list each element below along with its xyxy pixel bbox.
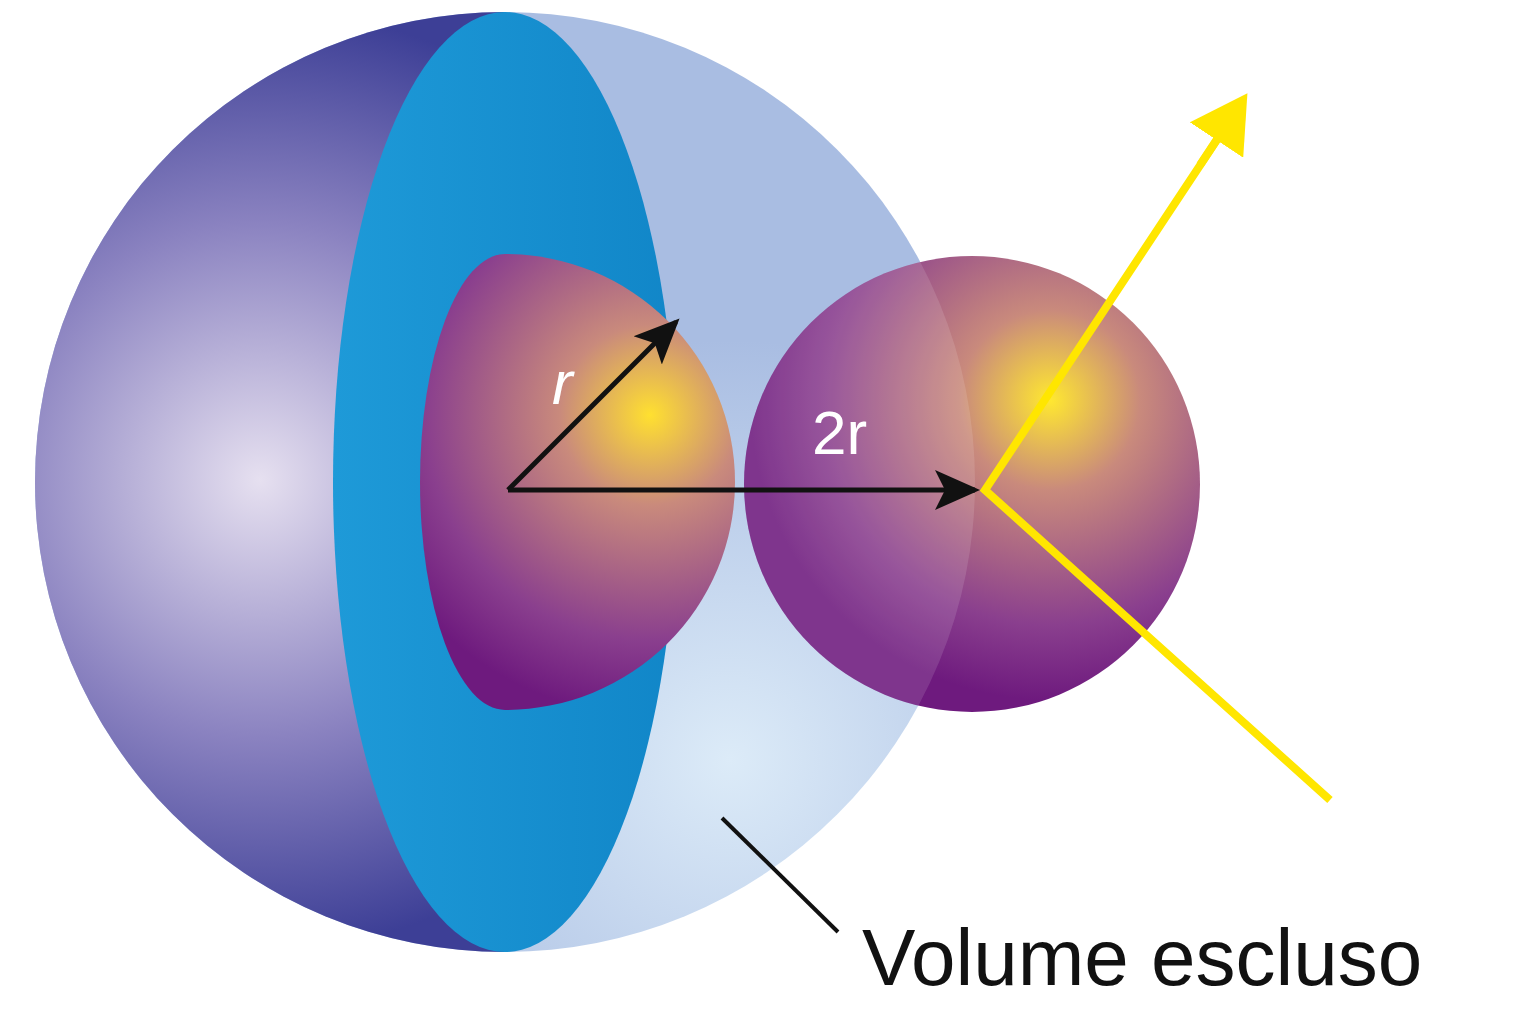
molecule-sphere <box>744 256 1200 712</box>
distance-arrow <box>508 488 975 493</box>
molecule-hemisphere <box>420 254 735 710</box>
radius-arrow <box>508 322 676 490</box>
leader-line <box>722 818 838 932</box>
collision-arrowhead <box>1200 100 1243 165</box>
excluded-sphere-half <box>35 12 505 952</box>
caption-label: Volume escluso <box>862 918 1422 998</box>
collision-path <box>985 105 1330 800</box>
overlap-tint <box>744 256 1200 712</box>
distance-label: 2r <box>812 402 867 464</box>
radius-label: r <box>552 352 573 414</box>
